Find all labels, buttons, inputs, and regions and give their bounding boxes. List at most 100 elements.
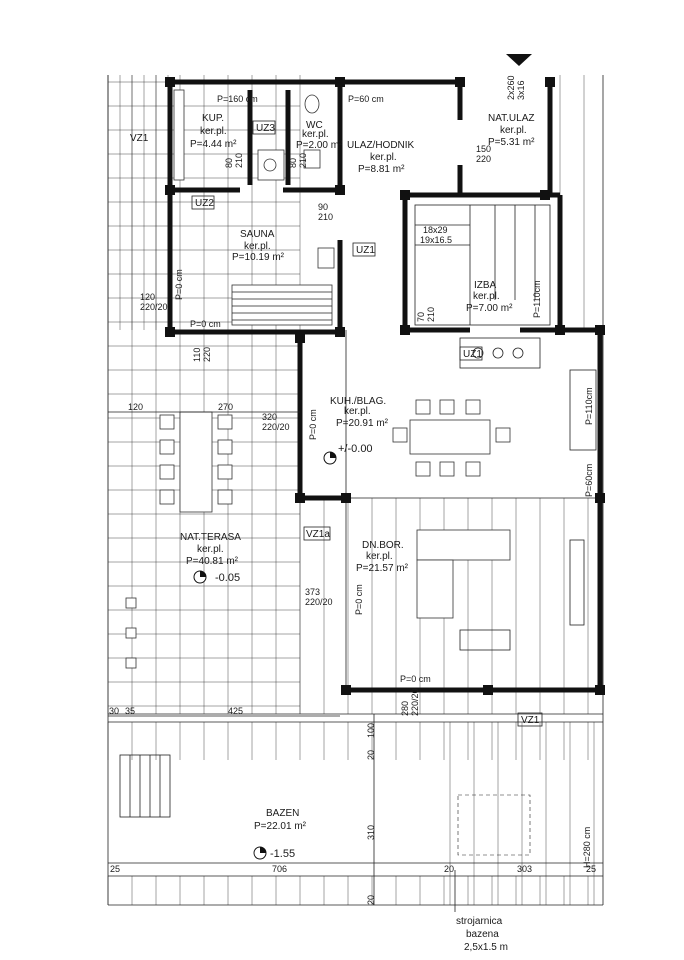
svg-text:220: 220 bbox=[202, 347, 212, 362]
chair bbox=[465, 461, 481, 477]
tag-uz1-kitchen: UZ1 bbox=[463, 349, 482, 360]
planter bbox=[125, 657, 137, 669]
sill-living-right: P=60cm bbox=[584, 464, 594, 497]
svg-text:280: 280 bbox=[400, 701, 410, 716]
room-name-sauna: SAUNA bbox=[240, 229, 275, 240]
column bbox=[595, 685, 605, 695]
tags: VZ1 UZ3 UZ2 UZ1 UZ1 VZ1a VZ1 bbox=[130, 120, 543, 727]
level-markers bbox=[193, 451, 337, 860]
side-counter bbox=[569, 369, 597, 451]
dim-25b: 25 bbox=[586, 864, 596, 874]
svg-text:210: 210 bbox=[298, 153, 308, 168]
column bbox=[335, 327, 345, 337]
room-area-wc: P=2.00 m² bbox=[296, 140, 343, 151]
sill-notes: P=160 cm P=60 cm P=0 cm P=0 cm P=110cm P… bbox=[174, 94, 594, 868]
sill-izba: P=110cm bbox=[532, 280, 542, 318]
tag-uz1-sauna: UZ1 bbox=[356, 245, 375, 256]
svg-text:70: 70 bbox=[416, 312, 426, 322]
note-line1: strojarnica bbox=[456, 916, 503, 927]
column bbox=[400, 325, 410, 335]
dim-35: 35 bbox=[125, 706, 135, 716]
column bbox=[540, 190, 550, 200]
planter bbox=[125, 627, 137, 639]
chair bbox=[217, 439, 233, 455]
coffee-table bbox=[459, 629, 511, 651]
terrace-table bbox=[179, 411, 213, 513]
sill-living: P=0 cm bbox=[354, 584, 364, 615]
svg-text:90: 90 bbox=[318, 202, 328, 212]
furniture bbox=[119, 89, 597, 856]
pool-grid bbox=[107, 722, 595, 905]
column bbox=[165, 327, 175, 337]
svg-text:120: 120 bbox=[140, 292, 155, 302]
dim-425: 425 bbox=[228, 706, 243, 716]
room-name-ulaz: ULAZ/HODNIK bbox=[347, 140, 415, 151]
sill-sauna: P=0 cm bbox=[190, 319, 221, 329]
pool-machine-room-outline bbox=[457, 794, 531, 856]
column bbox=[483, 685, 493, 695]
chair bbox=[159, 439, 175, 455]
room-finish-terasa: ker.pl. bbox=[197, 544, 224, 555]
room-name-kuhinja: KUH./BLAG. bbox=[330, 396, 386, 407]
toilet-icon bbox=[304, 94, 320, 114]
level-terasa: -0.05 bbox=[215, 572, 240, 584]
chair bbox=[495, 427, 511, 443]
column bbox=[400, 190, 410, 200]
dimensions: 120 270 30 35 425 100 20 310 20 706 20 3… bbox=[108, 75, 596, 905]
room-finish-kuhinja: ker.pl. bbox=[344, 406, 371, 417]
planter bbox=[125, 597, 137, 609]
svg-text:220/20: 220/20 bbox=[305, 597, 333, 607]
column bbox=[335, 185, 345, 195]
stair-size-1: 18x29 bbox=[423, 225, 448, 235]
tv-unit bbox=[569, 539, 585, 626]
column bbox=[295, 333, 305, 343]
svg-text:220/20: 220/20 bbox=[410, 688, 420, 716]
svg-text:220: 220 bbox=[476, 154, 491, 164]
room-name-natulaz: NAT.ULAZ bbox=[488, 113, 535, 124]
dim-270: 270 bbox=[218, 402, 233, 412]
bathtub bbox=[173, 89, 185, 181]
sill-kup: P=160 cm bbox=[217, 94, 258, 104]
room-area-sauna: P=10.19 m² bbox=[232, 252, 285, 263]
column bbox=[335, 77, 345, 87]
room-area-dnevni: P=21.57 m² bbox=[356, 563, 409, 574]
dim-30: 30 bbox=[109, 706, 119, 716]
svg-text:373: 373 bbox=[305, 587, 320, 597]
column bbox=[455, 77, 465, 87]
terrace-chairs bbox=[159, 414, 233, 505]
chair bbox=[439, 461, 455, 477]
chair bbox=[392, 427, 408, 443]
svg-text:210: 210 bbox=[318, 212, 333, 222]
dim-20c: 20 bbox=[444, 864, 454, 874]
svg-text:220/20: 220/20 bbox=[140, 302, 168, 312]
column bbox=[295, 493, 305, 503]
dining-table bbox=[409, 419, 491, 455]
dim-20b: 20 bbox=[366, 895, 376, 905]
dining-chairs bbox=[392, 399, 511, 477]
column bbox=[165, 185, 175, 195]
room-finish-izba: ker.pl. bbox=[473, 291, 500, 302]
chair bbox=[415, 399, 431, 415]
room-area-ulaz: P=8.81 m² bbox=[358, 164, 405, 175]
tag-uz3: UZ3 bbox=[256, 123, 275, 134]
entry-arrow-icon bbox=[506, 54, 532, 66]
tag-uz2: UZ2 bbox=[195, 198, 214, 209]
svg-text:150: 150 bbox=[476, 144, 491, 154]
chair bbox=[159, 414, 175, 430]
sofa bbox=[416, 529, 511, 619]
room-area-kuhinja: P=20.91 m² bbox=[336, 418, 389, 429]
note-line2: bazena bbox=[466, 929, 499, 940]
columns bbox=[165, 77, 605, 695]
sink bbox=[303, 149, 321, 169]
room-area-bazen: P=22.01 m² bbox=[254, 821, 307, 832]
room-name-bazen: BAZEN bbox=[266, 808, 299, 819]
column bbox=[341, 685, 351, 695]
